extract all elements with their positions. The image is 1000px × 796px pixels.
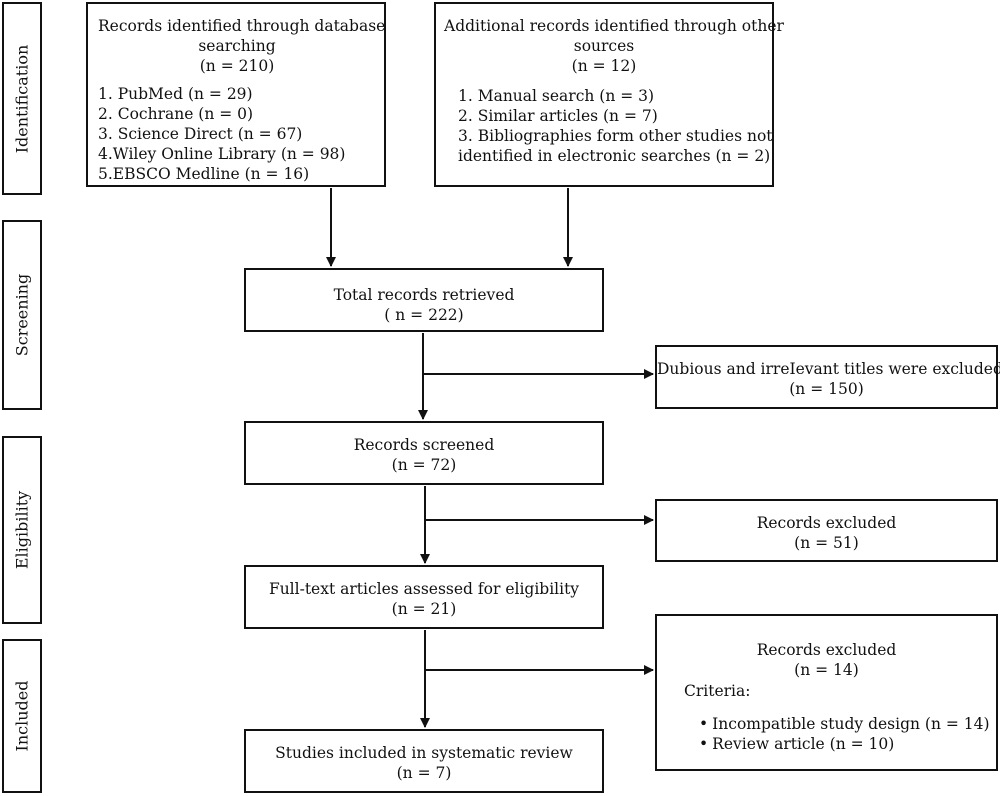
other-item: 1. Manual search (n = 3) [458, 87, 655, 105]
criteria-excluded-header: Records excluded (n = 14) [657, 616, 996, 680]
database-title-line-1: Records identified through database [98, 17, 386, 35]
irrelevant-excluded-title: Dubious and irreIevant titles were exclu… [657, 360, 1000, 378]
records-screened-count: (n = 72) [391, 456, 457, 474]
stage-included: Included [2, 639, 42, 793]
fulltext-assessed-count: (n = 21) [391, 600, 457, 618]
criteria-excluded-title: Records excluded [756, 641, 897, 659]
other-count: (n = 12) [571, 57, 637, 75]
other-item: identified in electronic searches (n = 2… [458, 147, 771, 165]
criteria-item: Review article (n = 10) [699, 734, 990, 754]
criteria-item: Incompatible study design (n = 14) [699, 714, 989, 734]
total-records-count: ( n = 222) [384, 306, 464, 324]
studies-included-count: (n = 7) [396, 764, 452, 782]
criteria-label: Criteria: [684, 682, 751, 700]
records-excluded-count: (n = 51) [794, 534, 859, 552]
other-records-title: Additional records identified through ot… [444, 16, 784, 76]
irrelevant-excluded-count: (n = 150) [789, 380, 864, 398]
total-records-box: Total records retrieved ( n = 222) [244, 268, 604, 332]
other-list: 1. Manual search (n = 3) 2. Similar arti… [458, 86, 773, 166]
stage-screening: Screening [2, 220, 42, 410]
database-item: 3. Science Direct (n = 67) [98, 125, 303, 143]
database-item: 1. PubMed (n = 29) [98, 85, 253, 103]
stage-eligibility: Eligibility [2, 436, 42, 624]
other-item: 2. Similar articles (n = 7) [458, 107, 658, 125]
other-item: 3. Bibliographies form other studies not [458, 127, 773, 145]
records-screened-title: Records screened [353, 436, 495, 454]
studies-included-title: Studies included in systematic review [275, 744, 573, 762]
records-excluded-box: Records excluded (n = 51) [655, 499, 998, 562]
database-count: (n = 210) [199, 57, 275, 75]
records-excluded-title: Records excluded [756, 514, 897, 532]
other-title-line-2: sources [573, 37, 635, 55]
fulltext-assessed-box: Full-text articles assessed for eligibil… [244, 565, 604, 629]
database-records-title: Records identified through database sear… [98, 16, 386, 76]
studies-included-box: Studies included in systematic review (n… [244, 729, 604, 793]
database-item: 5.EBSCO Medline (n = 16) [98, 165, 310, 183]
database-title-line-2: searching [198, 37, 276, 55]
criteria-excluded-box: Records excluded (n = 14) Criteria: Inco… [655, 614, 998, 771]
irrelevant-excluded-box: Dubious and irreIevant titles were exclu… [655, 345, 1000, 409]
criteria-excluded-count: (n = 14) [794, 661, 859, 679]
other-title-line-1: Additional records identified through ot… [444, 17, 784, 35]
criteria-list: Incompatible study design (n = 14) Revie… [699, 714, 990, 754]
fulltext-assessed-title: Full-text articles assessed for eligibil… [268, 580, 580, 598]
total-records-title: Total records retrieved [333, 286, 515, 304]
other-records-box: Additional records identified through ot… [434, 2, 784, 187]
database-records-box: Records identified through database sear… [86, 2, 386, 187]
stage-identification: Identification [2, 2, 42, 195]
database-item: 2. Cochrane (n = 0) [98, 105, 254, 123]
database-list: 1. PubMed (n = 29) 2. Cochrane (n = 0) 3… [98, 84, 376, 184]
records-screened-box: Records screened (n = 72) [244, 421, 604, 485]
database-item: 4.Wiley Online Library (n = 98) [98, 145, 346, 163]
